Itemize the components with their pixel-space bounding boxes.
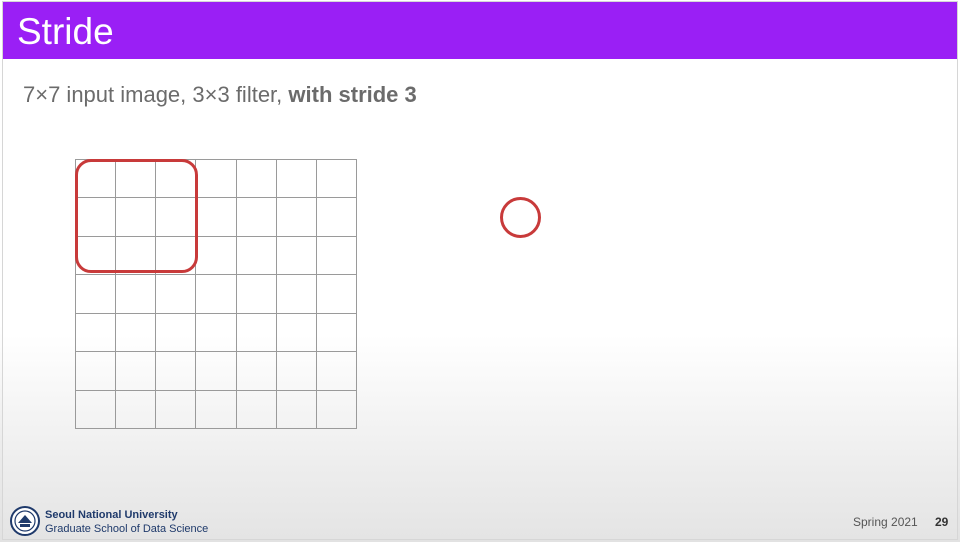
grid-cell: [116, 198, 157, 237]
grid-cell: [76, 236, 117, 276]
grid-cell: [236, 313, 277, 353]
school-name: Graduate School of Data Science: [45, 523, 209, 535]
grid-cell: [116, 390, 157, 429]
subtitle-bold-text: with stride 3: [288, 82, 417, 107]
slide-subtitle: 7×7 input image, 3×3 filter, with stride…: [23, 82, 417, 108]
grid-cell: [276, 198, 317, 237]
grid-cell: [236, 390, 277, 429]
grid-cell: [156, 390, 197, 429]
grid-cell: [316, 236, 357, 276]
grid-cell: [76, 275, 117, 314]
grid-cell: [276, 313, 317, 353]
grid-cell: [196, 352, 237, 391]
grid-cell: [156, 275, 197, 314]
grid-cell: [196, 236, 237, 276]
grid-cell: [156, 352, 197, 391]
grid-cell: [316, 198, 357, 237]
grid-cell: [276, 236, 317, 276]
grid-cell: [196, 275, 237, 314]
grid-cell: [76, 352, 117, 391]
grid-cell: [316, 352, 357, 391]
output-cell-circle: [500, 197, 541, 238]
grid-cell: [196, 160, 237, 199]
grid-cell: [316, 160, 357, 199]
grid-cell: [236, 160, 277, 199]
filter-window: [75, 159, 198, 273]
slide-title: Stride: [17, 11, 114, 52]
grid-cell: [276, 160, 317, 199]
grid-cell: [236, 198, 277, 237]
grid-cell: [316, 275, 357, 314]
term-label: Spring 2021: [853, 515, 918, 529]
grid-cell: [276, 390, 317, 429]
grid-cell: [196, 313, 237, 353]
page-number: 29: [935, 515, 949, 529]
grid-cell: [156, 313, 197, 353]
grid-cell: [116, 160, 157, 199]
grid-cell: [76, 313, 117, 353]
grid-cell: [116, 313, 157, 353]
grid-cell: [116, 352, 157, 391]
grid-cell: [236, 352, 277, 391]
grid-cell: [196, 198, 237, 237]
input-image-grid: [75, 159, 357, 429]
grid-cell: [276, 352, 317, 391]
grid-cell: [196, 390, 237, 429]
snu-emblem-icon: [10, 506, 40, 536]
grid-cell: [236, 236, 277, 276]
title-bar: Stride: [3, 2, 957, 59]
grid-cell: [76, 160, 117, 199]
subtitle-plain-text: 7×7 input image, 3×3 filter,: [23, 82, 289, 107]
grid-cell: [316, 313, 357, 353]
grid-cell: [316, 390, 357, 429]
university-name: Seoul National University: [45, 509, 178, 521]
grid-cell: [76, 198, 117, 237]
grid-cell: [236, 275, 277, 314]
grid-cell: [116, 275, 157, 314]
grid-cell: [276, 275, 317, 314]
grid-cell: [76, 390, 117, 429]
grid-cell: [116, 236, 157, 276]
